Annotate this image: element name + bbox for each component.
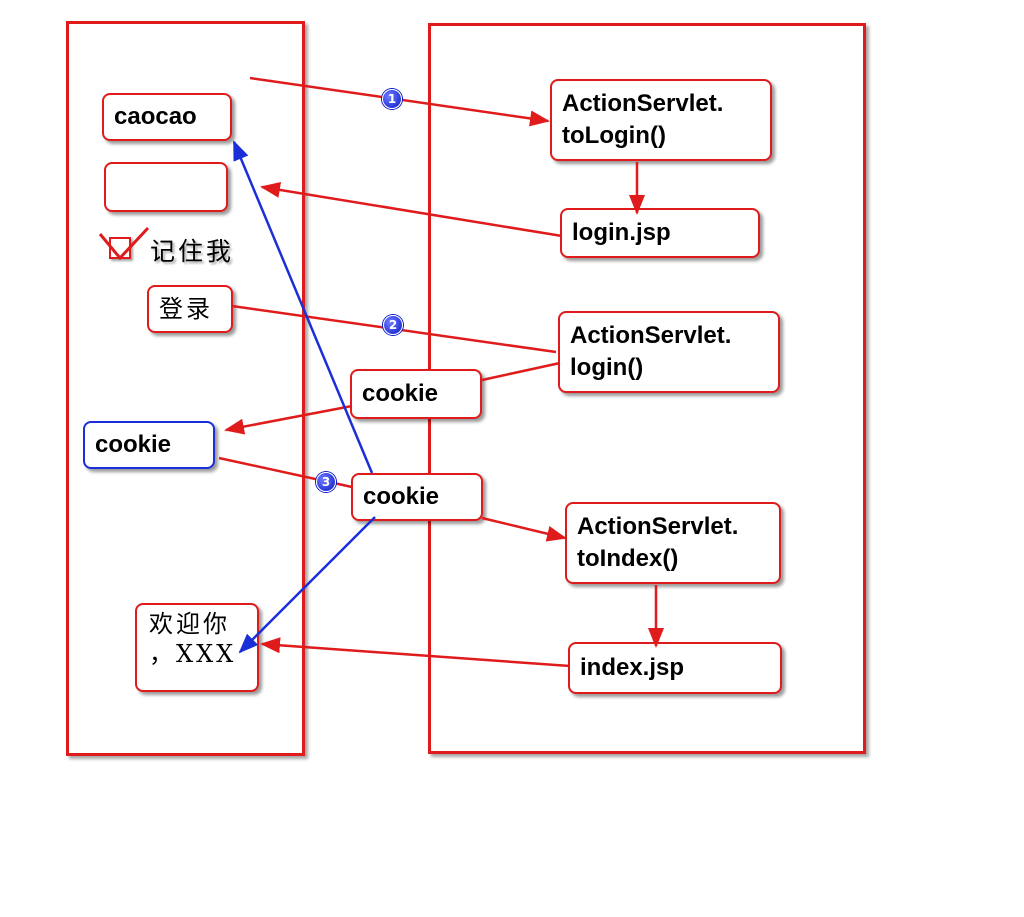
index-jsp-box: index.jsp — [568, 642, 782, 694]
login-jsp-box: login.jsp — [560, 208, 760, 258]
login-button-box: 登录 — [147, 285, 233, 333]
cookie-response-box: cookie — [350, 369, 482, 419]
step-badge-1: 1 — [382, 89, 402, 109]
cookie-request-box: cookie — [351, 473, 483, 521]
login-action-box: ActionServlet. login() — [558, 311, 780, 393]
password-box — [104, 162, 228, 212]
welcome-box: 欢迎你 ，XXX — [135, 603, 259, 692]
check-mark-icon — [98, 226, 150, 261]
browser-cookie-box: cookie — [83, 421, 215, 469]
username-box: caocao — [102, 93, 232, 141]
to-login-action-box: ActionServlet. toLogin() — [550, 79, 772, 161]
to-index-action-box: ActionServlet. toIndex() — [565, 502, 781, 584]
remember-me-label: 记住我 — [150, 237, 235, 266]
step-badge-2: 2 — [383, 315, 403, 335]
step-badge-3: 3 — [316, 472, 336, 492]
